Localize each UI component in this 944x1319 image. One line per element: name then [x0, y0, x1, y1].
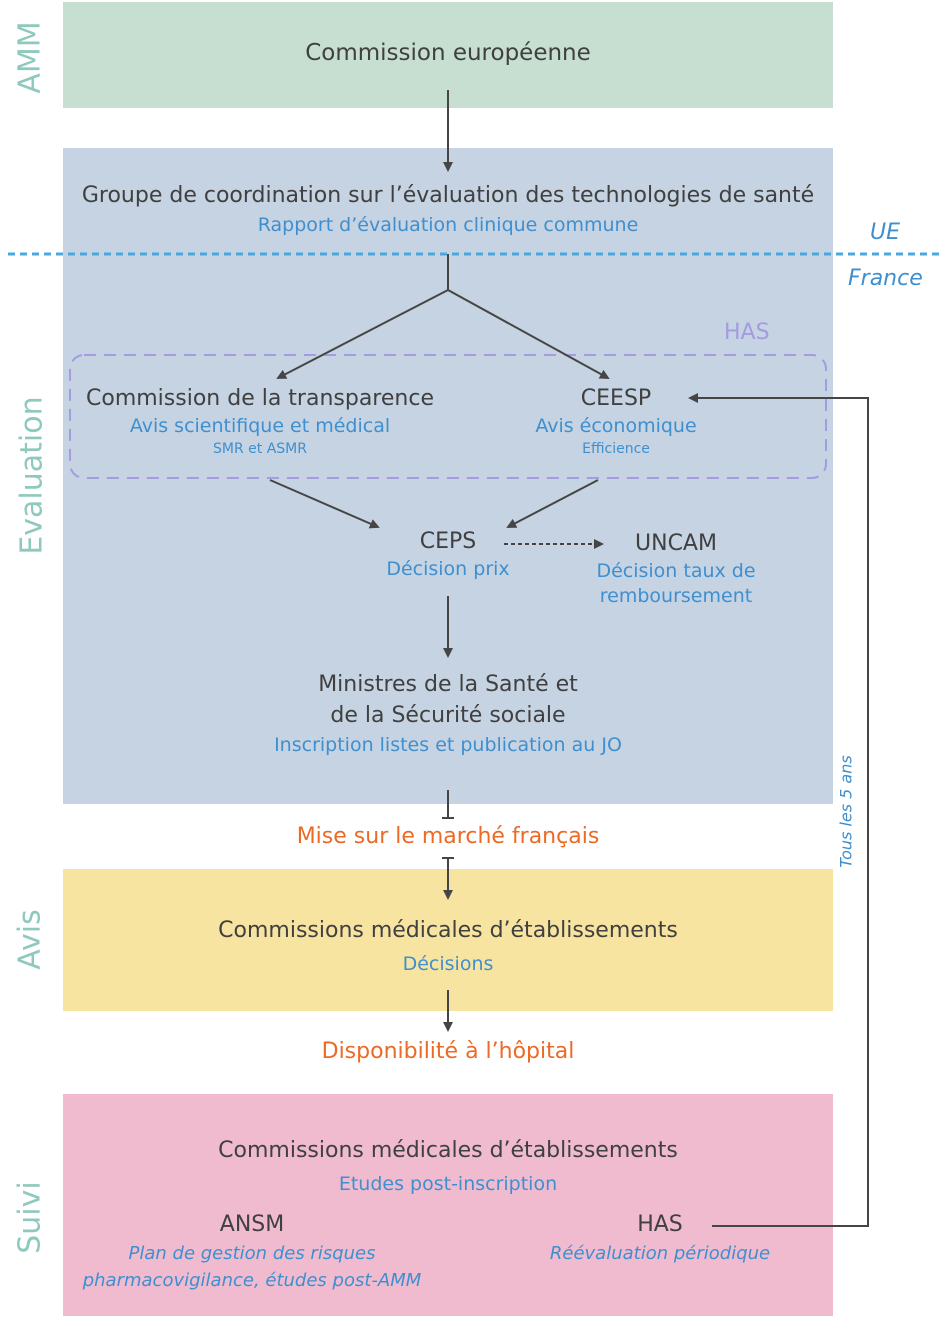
ceesp-subtitle: Avis économique: [535, 415, 697, 437]
milestone-hospital: Disponibilité à l’hôpital: [321, 1039, 575, 1064]
side-label-avis: Avis: [12, 909, 48, 970]
has-suivi-title: HAS: [637, 1212, 683, 1237]
ansm-node: ANSM Plan de gestion des risques pharmac…: [62, 1212, 442, 1291]
ct-title: Commission de la transparence: [86, 386, 434, 411]
avis-subtitle: Décisions: [402, 953, 494, 975]
ansm-title: ANSM: [219, 1212, 285, 1237]
ministres-subtitle: Inscription listes et publication au JO: [274, 734, 622, 756]
suivi-subtitle: Etudes post-inscription: [338, 1173, 558, 1195]
loop-label: Tous les 5 ans: [836, 755, 856, 868]
has-group-label: HAS: [724, 320, 770, 345]
ceps-subtitle: Décision prix: [386, 558, 510, 580]
ceesp-node: CEESP Avis économique Efficience: [516, 386, 716, 457]
ministres-line1: Ministres de la Santé et: [318, 672, 578, 697]
ceps-title: CEPS: [419, 529, 477, 554]
ansm-line2: pharmacovigilance, études post-AMM: [82, 1270, 422, 1291]
side-label-suivi: Suivi: [12, 1181, 48, 1254]
side-label-evaluation: Evaluation: [14, 396, 50, 555]
france-label: France: [848, 266, 923, 291]
hta-group-title: Groupe de coordination sur l’évaluation …: [81, 183, 815, 208]
ue-label: UE: [870, 220, 901, 245]
ct-subtitle: Avis scientifique et médical: [129, 415, 391, 437]
ceesp-detail: Efficience: [582, 441, 650, 457]
ct-detail: SMR et ASMR: [213, 441, 307, 457]
ministres-line2: de la Sécurité sociale: [330, 703, 566, 728]
ceps-node: CEPS Décision prix: [368, 529, 528, 580]
has-suivi-node: HAS Réévaluation périodique: [520, 1212, 800, 1264]
has-suivi-line1: Réévaluation périodique: [549, 1243, 771, 1264]
uncam-subtitle-line1: Décision taux de: [596, 560, 756, 582]
ceesp-title: CEESP: [580, 386, 652, 411]
commission-europeenne-title: Commission européenne: [305, 40, 591, 66]
hta-group-subtitle: Rapport d’évaluation clinique commune: [257, 214, 639, 236]
avis-title: Commissions médicales d’établissements: [218, 918, 678, 943]
milestone-market: Mise sur le marché français: [296, 824, 600, 849]
uncam-node: UNCAM Décision taux de remboursement: [576, 531, 776, 607]
ansm-line1: Plan de gestion des risques: [128, 1243, 376, 1264]
side-label-amm: AMM: [12, 21, 48, 94]
ministres-node: Ministres de la Santé et de la Sécurité …: [198, 672, 698, 756]
uncam-subtitle-line2: remboursement: [599, 585, 753, 607]
suivi-title: Commissions médicales d’établissements: [218, 1138, 678, 1163]
uncam-title: UNCAM: [635, 531, 717, 556]
ct-node: Commission de la transparence Avis scien…: [70, 386, 450, 457]
